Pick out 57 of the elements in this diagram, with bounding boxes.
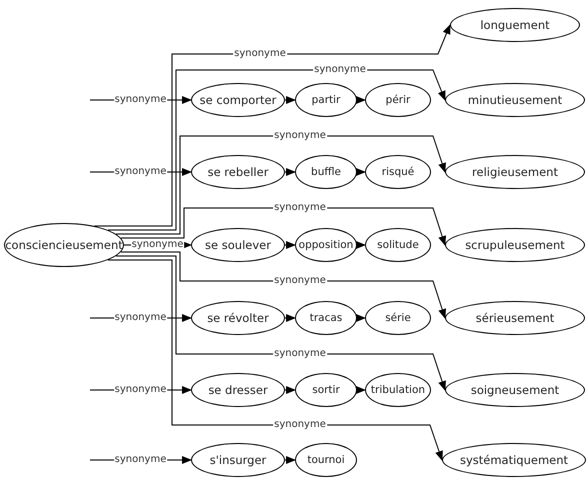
node-label: consciencieusement [5, 238, 123, 252]
edge-label: synonyme [273, 202, 327, 214]
edge-label: synonyme [273, 130, 327, 142]
edge-label: synonyme [114, 312, 168, 324]
node-label: tribulation [370, 384, 426, 396]
arrow [107, 260, 443, 461]
node-label: solitude [377, 239, 419, 251]
arrow [284, 386, 296, 394]
node-label: sortir [312, 384, 340, 396]
edge-label: synonyme [114, 166, 168, 178]
node-label: minutieusement [468, 93, 562, 107]
node-label: se révolter [207, 311, 269, 325]
arrow [284, 168, 296, 176]
edge-label: synonyme [114, 454, 168, 466]
arrow [284, 241, 296, 249]
node-label: opposition [298, 239, 354, 251]
node-label: tracas [310, 312, 342, 324]
arrow [356, 241, 366, 249]
ellipse-node [445, 155, 585, 189]
node-label: se soulever [205, 238, 271, 252]
node-label: systématiquement [460, 453, 568, 467]
edge-label: synonyme [130, 239, 184, 251]
edge-label: synonyme [313, 64, 367, 76]
node-label: s'insurger [210, 453, 266, 467]
node-label: sérieusement [476, 311, 554, 325]
edge-label: synonyme [114, 94, 168, 106]
arrow [94, 24, 450, 226]
edge-label: synonyme [233, 48, 287, 60]
arrow [284, 456, 296, 464]
node-label: partir [312, 94, 340, 106]
node-label: scrupuleusement [465, 238, 565, 252]
node-label: se rebeller [208, 165, 268, 179]
ellipse-node [442, 443, 586, 477]
ellipse-node [445, 228, 585, 262]
node-label: tournoi [307, 454, 345, 466]
ellipse-node [445, 373, 585, 407]
node-label: se comporter [200, 93, 276, 107]
arrow [107, 70, 446, 230]
arrow [284, 314, 296, 322]
ellipse-node [445, 301, 585, 335]
edge-label: synonyme [273, 348, 327, 360]
edge-label: synonyme [273, 419, 327, 431]
node-label: se dresser [208, 383, 268, 397]
node-label: risqué [382, 166, 414, 178]
arrow [356, 314, 366, 322]
edge-label: synonyme [114, 384, 168, 396]
arrow [356, 96, 366, 104]
edge-label: synonyme [273, 275, 327, 287]
arrow [356, 386, 366, 394]
node-label: périr [386, 94, 410, 106]
node-label: buffle [311, 166, 341, 178]
node-label: soigneusement [470, 383, 560, 397]
node-label: religieusement [472, 165, 558, 179]
arrow [284, 96, 296, 104]
arrow [356, 168, 366, 176]
node-label: série [385, 312, 411, 324]
node-label: longuement [480, 18, 550, 32]
